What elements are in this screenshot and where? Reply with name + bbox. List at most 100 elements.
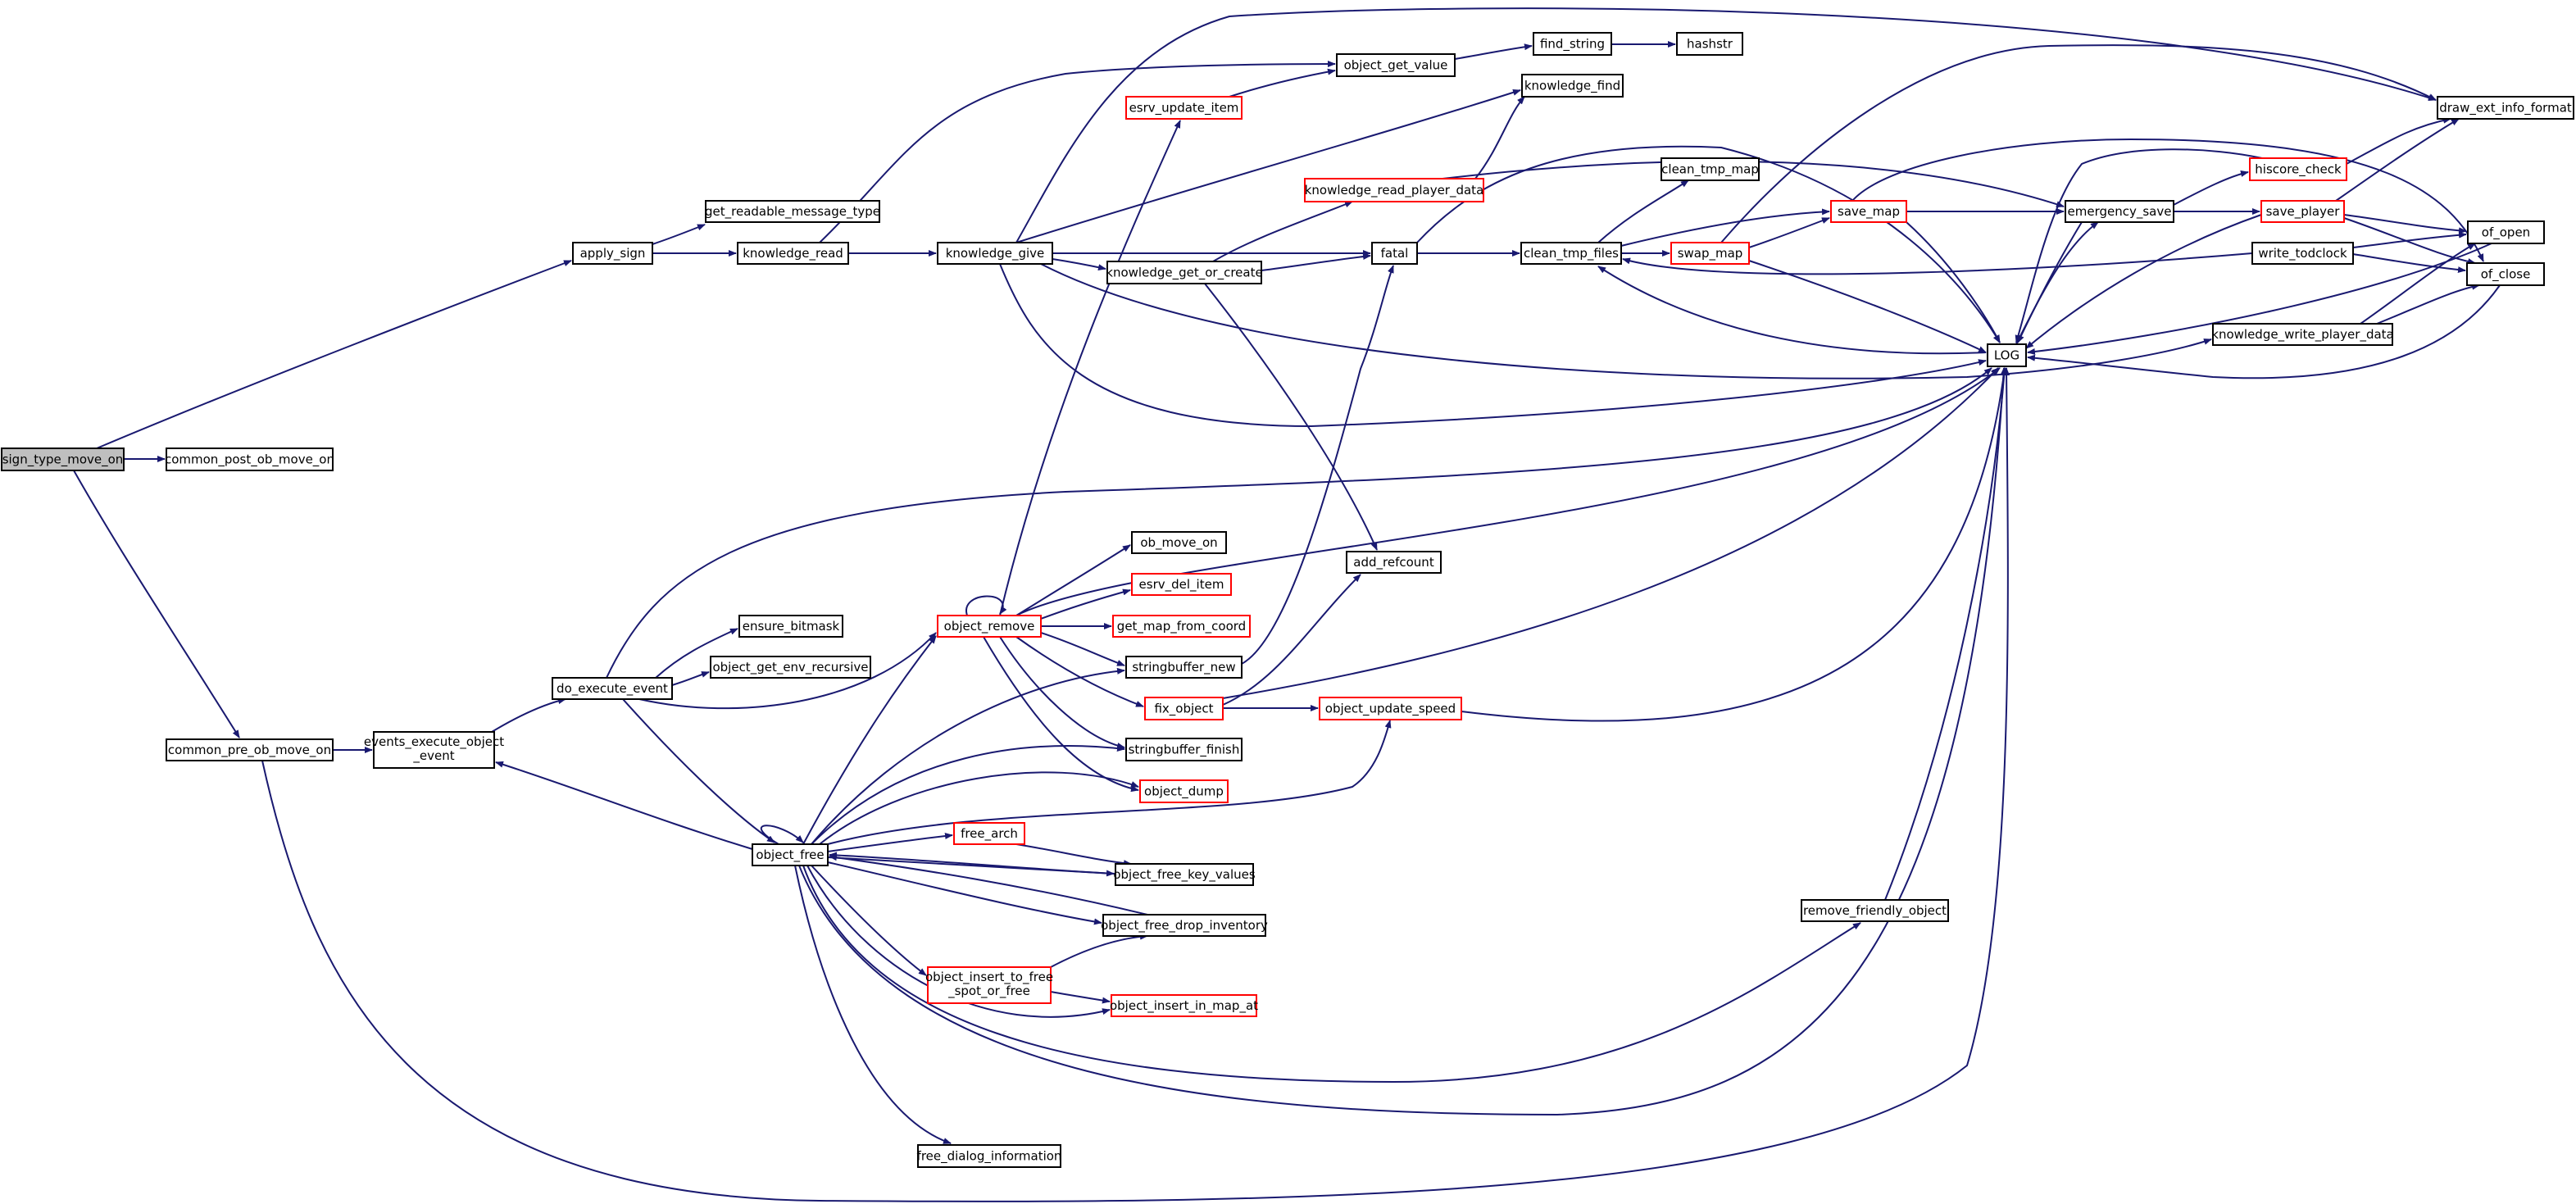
node-fix-object[interactable]: fix_object — [1144, 697, 1224, 720]
node-ob-move-on[interactable]: ob_move_on — [1131, 531, 1227, 554]
node-common-pre-ob-move-on[interactable]: common_pre_ob_move_on — [166, 738, 334, 761]
node-box — [1371, 242, 1418, 265]
node-label: of_close — [2481, 267, 2531, 283]
edge-knowledge-give-to-draw-ext-info-format — [1015, 7, 2437, 243]
node-get-map-from-coord[interactable]: get_map_from_coord — [1112, 615, 1251, 638]
node-box — [1144, 697, 1224, 720]
node-free-arch[interactable]: free_arch — [953, 822, 1025, 845]
edge-LOG-to-emergency-save — [2015, 221, 2099, 345]
edge-of-open-to-LOG — [2027, 243, 2492, 355]
node-label: clean_tmp_files — [1524, 246, 1619, 261]
node-label: swap_map — [1678, 246, 1743, 261]
node-emergency-save[interactable]: emergency_save — [2065, 200, 2174, 223]
node-box — [1661, 157, 1760, 181]
node-label: save_player — [2266, 204, 2341, 220]
node-esrv-del-item[interactable]: esrv_del_item — [1131, 573, 1232, 596]
edge-fix-object-to-LOG — [1222, 367, 1999, 699]
node-object-remove[interactable]: object_remove — [937, 615, 1042, 638]
node-label: object_insert_in_map_at — [1110, 998, 1258, 1014]
edge-of-close-to-LOG — [2027, 284, 2501, 379]
node-box — [2212, 323, 2393, 346]
node-label: stringbuffer_new — [1132, 660, 1235, 675]
node-object-dump[interactable]: object_dump — [1139, 779, 1229, 803]
node-box — [1131, 531, 1227, 554]
node-box — [1346, 551, 1442, 574]
node-clean-tmp-files[interactable]: clean_tmp_files — [1520, 242, 1622, 265]
node-label: object_remove — [944, 619, 1035, 634]
node-do-execute-event[interactable]: do_execute_event — [552, 677, 673, 700]
node-save-player[interactable]: save_player — [2260, 200, 2345, 223]
node-box — [1125, 96, 1243, 120]
node-of-open[interactable]: of_open — [2467, 220, 2545, 244]
node-events-execute-object-event[interactable]: events_execute_object_event — [364, 731, 504, 769]
edge-object-insert-to-free-spot-or-free-to-object-insert-in-map-at — [1050, 991, 1111, 1004]
node-box — [166, 738, 334, 761]
node-object-get-value[interactable]: object_get_value — [1336, 53, 1456, 77]
node-label: object_dump — [1144, 784, 1224, 800]
node-draw-ext-info-format[interactable]: draw_ext_info_format — [2437, 96, 2574, 120]
node-label: write_todclock — [2258, 246, 2347, 261]
edge-write-todclock-to-of-open — [2352, 231, 2467, 248]
node-of-close[interactable]: of_close — [2466, 262, 2545, 286]
node-save-map[interactable]: save_map — [1830, 200, 1907, 223]
node-LOG[interactable]: LOG — [1987, 343, 2027, 367]
node-swap-map[interactable]: swap_map — [1670, 242, 1750, 265]
node-knowledge-find[interactable]: knowledge_find — [1521, 74, 1624, 98]
node-box — [1, 448, 125, 471]
node-label: hashstr — [1687, 37, 1733, 52]
node-box — [1676, 32, 1743, 56]
node-clean-tmp-map[interactable]: clean_tmp_map — [1661, 157, 1760, 181]
node-common-post-ob-move-on[interactable]: common_post_ob_move_on — [165, 448, 334, 471]
node-object-free-key-values[interactable]: object_free_key_values — [1113, 863, 1256, 886]
node-hiscore-check[interactable]: hiscore_check — [2249, 157, 2347, 181]
node-add-refcount[interactable]: add_refcount — [1346, 551, 1442, 574]
node-box — [1830, 200, 1907, 223]
node-fatal[interactable]: fatal — [1371, 242, 1418, 265]
node-object-insert-in-map-at[interactable]: object_insert_in_map_at — [1110, 994, 1258, 1017]
node-object-update-speed[interactable]: object_update_speed — [1319, 697, 1462, 720]
node-free-dialog-information[interactable]: free_dialog_information — [917, 1144, 1062, 1168]
node-apply-sign[interactable]: apply_sign — [572, 242, 653, 265]
edge-object-free-to-stringbuffer-new — [811, 667, 1125, 845]
edges-layer — [73, 7, 2501, 1202]
node-knowledge-read-player-data[interactable]: knowledge_read_player_data — [1304, 178, 1484, 202]
node-esrv-update-item[interactable]: esrv_update_item — [1125, 96, 1243, 120]
node-hashstr[interactable]: hashstr — [1676, 32, 1743, 56]
node-object-insert-to-free-spot-or-free[interactable]: object_insert_to_free_spot_or_free — [925, 966, 1053, 1004]
node-knowledge-write-player-data[interactable]: knowledge_write_player_data — [2211, 323, 2394, 346]
node-label: hiscore_check — [2255, 162, 2342, 178]
node-box — [1115, 863, 1254, 886]
node-stringbuffer-new[interactable]: stringbuffer_new — [1125, 656, 1243, 679]
node-box — [917, 1144, 1061, 1168]
node-label: remove_friendly_object — [1803, 903, 1947, 919]
edge-knowledge-give-to-knowledge-get-or-create — [1052, 258, 1106, 271]
node-label: knowledge_write_player_data — [2211, 327, 2393, 343]
node-label: save_map — [1838, 204, 1900, 220]
node-label: fix_object — [1154, 702, 1213, 717]
node-ensure-bitmask[interactable]: ensure_bitmask — [738, 615, 843, 638]
node-get-readable-message-type[interactable]: get_readable_message_type — [705, 200, 880, 223]
node-remove-friendly-object[interactable]: remove_friendly_object — [1801, 899, 1949, 922]
node-label: knowledge_find — [1524, 79, 1620, 94]
edge-object-remove-to-fix-object — [1015, 636, 1144, 707]
node-write-todclock[interactable]: write_todclock — [2251, 242, 2354, 265]
node-object-get-env-recursive[interactable]: object_get_env_recursive — [710, 656, 871, 679]
node-knowledge-read[interactable]: knowledge_read — [737, 242, 849, 265]
edge-object-free-key-values-to-object-free — [829, 852, 1116, 875]
node-sign-type-move-on[interactable]: sign_type_move_on — [1, 448, 125, 471]
node-knowledge-get-or-create[interactable]: knowledge_get_or_create — [1106, 261, 1263, 284]
edge-LOG-to-clean-tmp-files — [1597, 266, 1987, 355]
node-box — [2260, 200, 2345, 223]
node-box — [953, 822, 1025, 845]
node-box — [1106, 261, 1262, 284]
node-knowledge-give[interactable]: knowledge_give — [937, 242, 1053, 265]
edge-object-free-to-remove-friendly-object — [802, 865, 1861, 1084]
node-find-string[interactable]: find_string — [1533, 32, 1612, 56]
node-object-free[interactable]: object_free — [752, 843, 829, 866]
node-object-free-drop-inventory[interactable]: object_free_drop_inventory — [1101, 914, 1268, 937]
edge-common-pre-ob-move-on-to-LOG — [261, 367, 2010, 1202]
edge-object-remove-to-esrv-update-item — [999, 120, 1181, 616]
node-stringbuffer-finish[interactable]: stringbuffer_finish — [1125, 738, 1243, 761]
node-box — [373, 731, 495, 769]
node-box — [710, 656, 871, 679]
